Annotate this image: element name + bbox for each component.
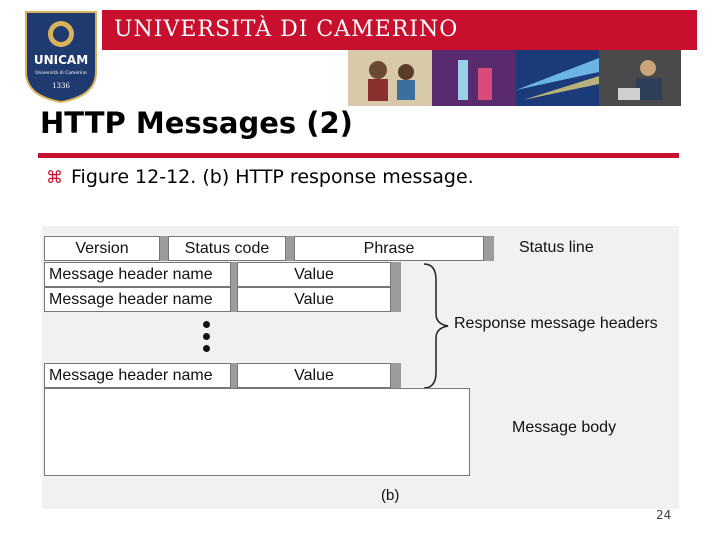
field-separator: [391, 363, 401, 388]
bullet-item: ⌘ Figure 12-12. (b) HTTP response message…: [46, 166, 474, 188]
bullet-text: Figure 12-12. (b) HTTP response message.: [71, 166, 474, 188]
ellipsis-dot: [203, 321, 210, 328]
message-body-box: [44, 388, 470, 476]
status-code-field: Status code: [168, 236, 286, 261]
header-name-field: Message header name: [44, 262, 231, 287]
header-value-field: Value: [237, 363, 391, 388]
title-underline: [38, 153, 679, 158]
phrase-field: Phrase: [294, 236, 484, 261]
field-separator: [231, 287, 237, 312]
unicam-logo: UNICAM Università di Camerino 1336: [25, 11, 97, 104]
status-line-label: Status line: [519, 239, 594, 256]
message-body-label: Message body: [512, 419, 617, 436]
university-name: UNIVERSITÀ DI CAMERINO: [114, 17, 459, 42]
header-value-field: Value: [237, 287, 391, 312]
logo-year: 1336: [52, 82, 70, 90]
field-separator: [160, 236, 168, 261]
header-name-field: Message header name: [44, 287, 231, 312]
field-separator: [231, 262, 237, 287]
header-photo-strip: [348, 50, 681, 106]
figure-caption: (b): [381, 487, 400, 504]
slide-title: HTTP Messages (2): [40, 106, 353, 140]
response-headers-label: Response message headers: [454, 315, 658, 332]
ellipsis-dot: [203, 345, 210, 352]
logo-name: UNICAM: [34, 53, 88, 67]
field-separator: [391, 262, 401, 287]
lab-photo: [432, 50, 516, 106]
field-separator: [286, 236, 294, 261]
logo-subtitle: Università di Camerino: [35, 69, 87, 76]
students-photo: [348, 50, 432, 106]
university-band: [102, 10, 697, 50]
headers-brace: [423, 263, 449, 389]
header-name-field: Message header name: [44, 363, 231, 388]
field-separator: [231, 363, 237, 388]
header-banner: UNIVERSITÀ DI CAMERINO UNICAM Università…: [0, 0, 720, 108]
command-icon: ⌘: [46, 168, 63, 188]
ellipsis-dot: [203, 333, 210, 340]
version-field: Version: [44, 236, 160, 261]
page-number: 24: [656, 508, 672, 522]
field-separator: [484, 236, 494, 261]
field-separator: [391, 287, 401, 312]
http-response-figure: Version Status code Phrase Status line M…: [42, 226, 679, 509]
header-value-field: Value: [237, 262, 391, 287]
